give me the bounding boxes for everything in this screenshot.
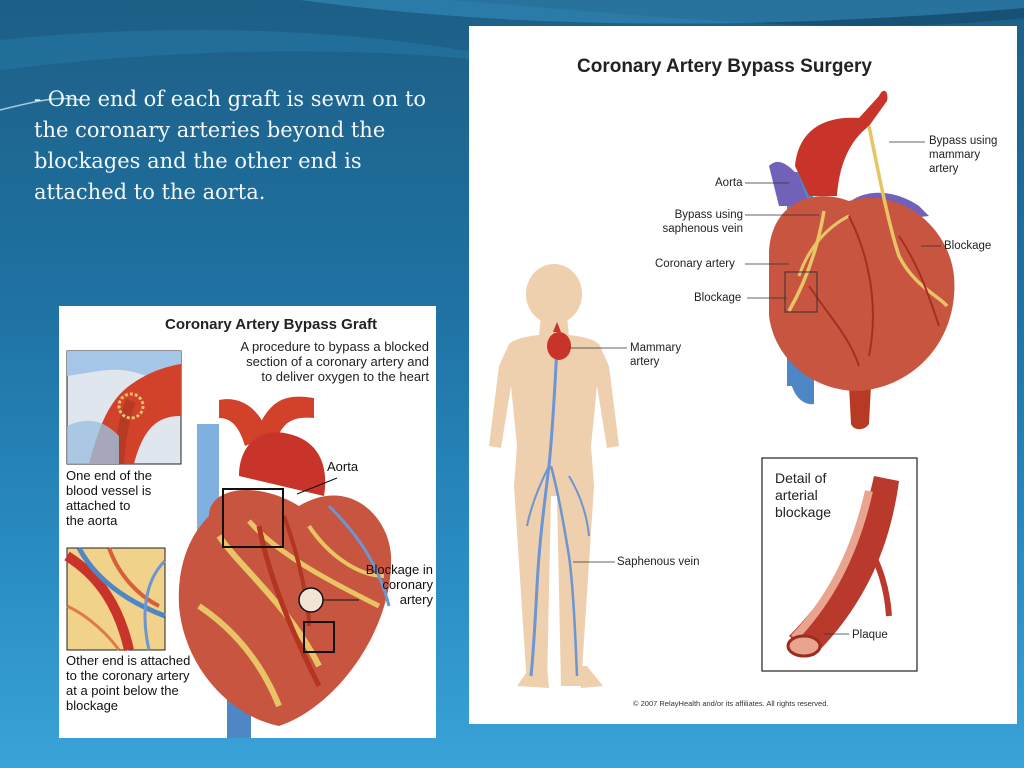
label-plaque: Plaque — [852, 629, 888, 641]
cabg-heart — [178, 396, 392, 738]
label-blockage-left: Blockage — [694, 292, 742, 304]
coronary-closeup-inset — [64, 546, 167, 652]
label-blockage-coronary: Blockage in coronary artery — [365, 562, 433, 607]
human-body-figure — [489, 264, 619, 688]
label-mammary-artery: Mammary artery — [630, 342, 682, 368]
bullet-point: - One end of each graft is sewn on to th… — [34, 87, 427, 204]
label-blockage-right: Blockage — [944, 240, 992, 252]
copyright-notice: © 2007 RelayHealth and/or its affiliates… — [633, 699, 829, 708]
label-leader-lines — [569, 141, 941, 635]
label-saphenous-vein: Saphenous vein — [617, 556, 700, 568]
cabg-heart-illustration — [64, 350, 392, 738]
left-figure-subtitle: A procedure to bypass a blocked section … — [240, 339, 429, 384]
right-figure-panel: Coronary Artery Bypass Surgery Bypass us… — [469, 26, 1017, 724]
arterial-blockage-detail — [761, 457, 918, 672]
label-bypass-saphenous: Bypass using saphenous vein — [662, 209, 743, 235]
detail-title: Detail of arterial blockage — [775, 470, 832, 520]
label-one-end: One end of the blood vessel is attached … — [66, 468, 153, 528]
right-figure-title: Coronary Artery Bypass Surgery — [577, 56, 872, 77]
bullet-text-block: - One end of each graft is sewn on to th… — [34, 84, 454, 208]
bypass-heart — [769, 90, 955, 430]
left-figure-title: Coronary Artery Bypass Graft — [165, 316, 378, 333]
label-other-end: Other end is attached to the coronary ar… — [66, 653, 191, 713]
left-figure-panel: Coronary Artery Bypass Graft A procedure… — [59, 306, 436, 738]
bypass-surgery-illustration — [489, 90, 955, 688]
label-coronary-artery: Coronary artery — [655, 258, 735, 270]
aorta-closeup-inset — [66, 350, 182, 465]
label-aorta-right: Aorta — [715, 177, 743, 189]
label-aorta-left: Aorta — [327, 459, 359, 474]
label-bypass-mammary: Bypass using mammary artery — [929, 135, 998, 175]
